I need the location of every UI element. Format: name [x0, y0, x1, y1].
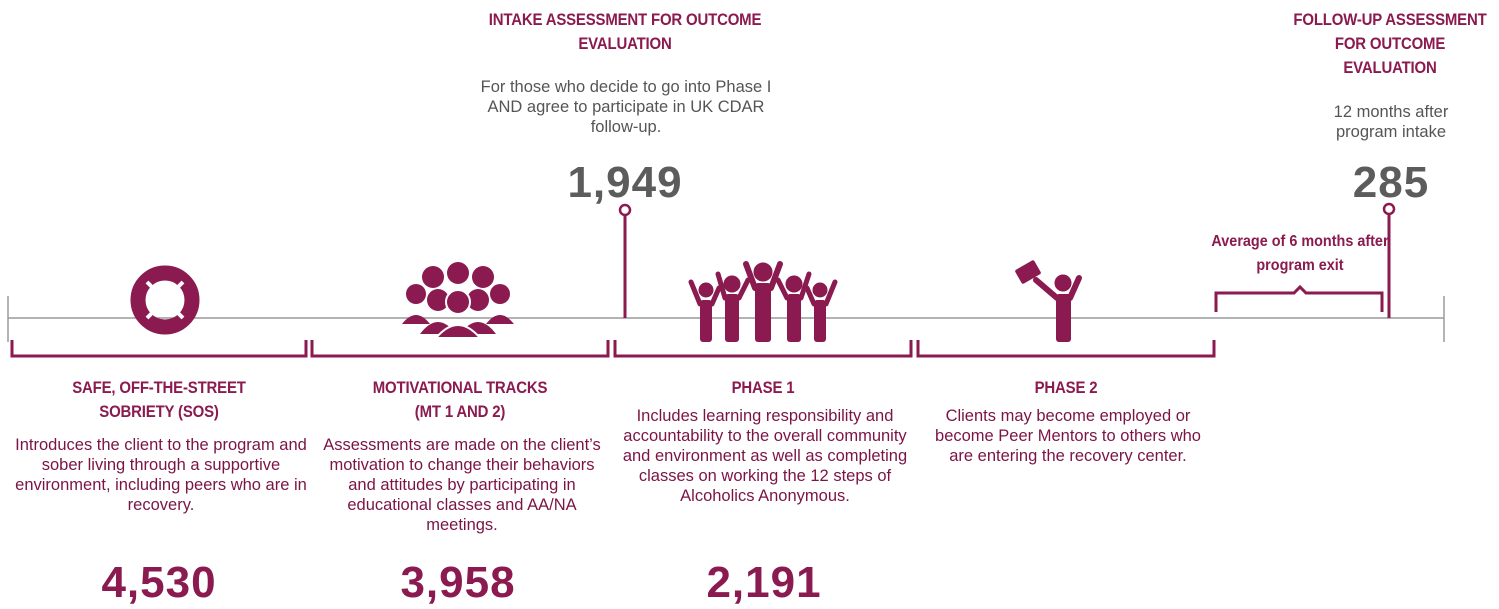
stage-count-sos: 4,530 [101, 558, 217, 607]
stage-description-mt: Assessments are made on the client’s mot… [323, 436, 601, 534]
stage-title-line2: (MT 1 AND 2) [414, 402, 506, 421]
stage-title-phase1: PHASE 1 [633, 376, 893, 400]
stage-title-line1: PHASE 2 [1034, 378, 1098, 397]
stage-description-phase2: Clients may become employed or become Pe… [935, 407, 1201, 465]
intake-heading: INTAKE ASSESSMENT FOR OUTCOME EVALUATION [488, 10, 762, 53]
stage-description-phase1: Includes learning responsibility and acc… [622, 407, 908, 505]
stage-title-line1: PHASE 1 [731, 378, 795, 397]
stage-bracket-phase1 [613, 340, 913, 358]
stage-title-phase2: PHASE 2 [936, 376, 1196, 400]
stage-description-sos: Introduces the client to the program and… [15, 436, 307, 514]
gap-note: Average of 6 months after program exit [1211, 233, 1389, 274]
stage-title-line1: MOTIVATIONAL TRACKS [372, 378, 548, 397]
intake-pin-head [618, 203, 632, 217]
person-with-briefcase-icon [1014, 258, 1084, 344]
stage-bracket-mt [310, 340, 610, 358]
stage-count-phase1: 2,191 [706, 558, 822, 607]
stage-title-sos: SAFE, OFF-THE-STREET SOBRIETY (SOS) [30, 376, 289, 424]
followup-pin-head [1382, 202, 1396, 216]
followup-count: 285 [1352, 158, 1430, 207]
followup-description: 12 months after program intake [1333, 103, 1449, 141]
group-of-people-icon [402, 262, 514, 338]
stage-bracket-sos [10, 340, 308, 358]
intake-count: 1,949 [567, 158, 683, 207]
stage-count-mt: 3,958 [400, 558, 516, 607]
celebrating-people-icon [688, 260, 838, 344]
stage-bracket-phase2 [916, 340, 1216, 358]
stage-title-mt: MOTIVATIONAL TRACKS (MT 1 AND 2) [330, 376, 590, 424]
stage-title-line1: SAFE, OFF-THE-STREET [72, 378, 246, 397]
stage-title-line2: SOBRIETY (SOS) [99, 402, 219, 421]
gap-bracket [1214, 284, 1384, 312]
intake-description: For those who decide to go into Phase I … [480, 78, 772, 136]
lifebuoy-icon [127, 262, 203, 338]
followup-heading: FOLLOW-UP ASSESSMENT FOR OUTCOME EVALUAT… [1293, 10, 1487, 77]
